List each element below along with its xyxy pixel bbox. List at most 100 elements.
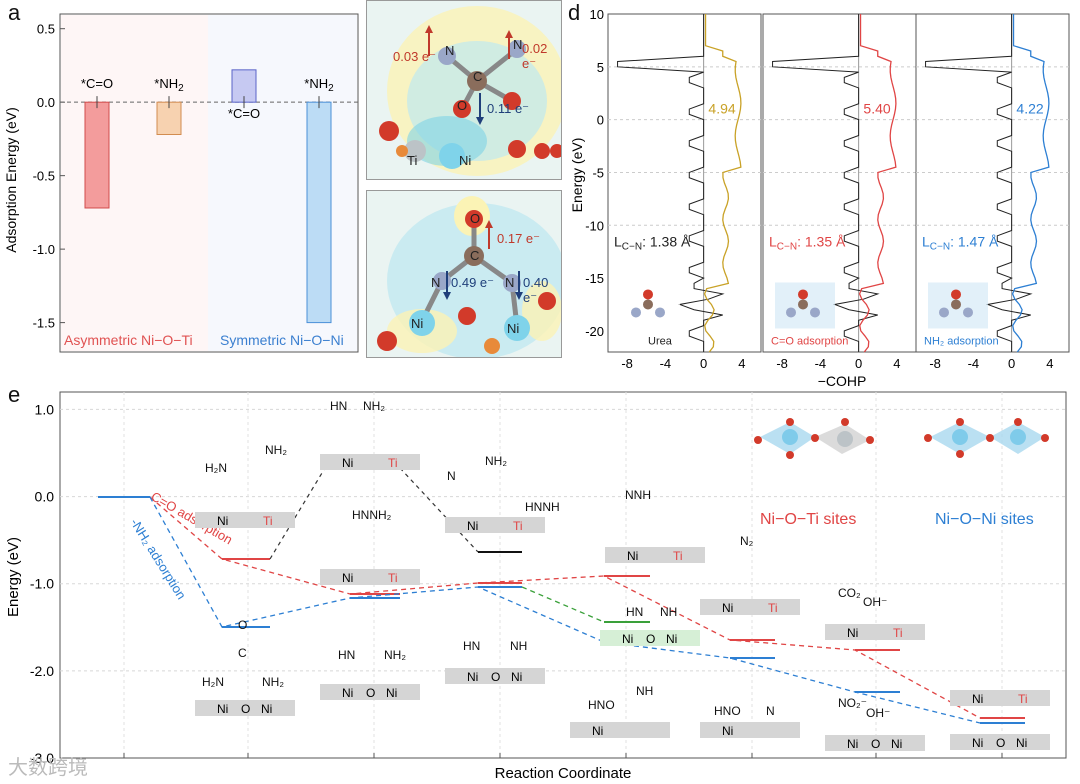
panel-e-site-tio: Ni−O−Ti sites [760, 511, 856, 528]
panel-d-value-label: 4.94 [708, 100, 735, 116]
panel-d-xlabel: −COHP [818, 373, 867, 389]
panel-e-slab [700, 599, 800, 615]
panel-e-ylabel: Energy (eV) [5, 537, 22, 617]
panel-c-charge-1: 0.17 e⁻ [497, 231, 541, 246]
panel-d-atom [786, 307, 796, 318]
panel-a-bars: *C=O *NH2 *C=O *NH2 [81, 69, 334, 324]
frag-hnnh: HNNH [525, 500, 560, 514]
panel-e-slab-ni2: Ni [261, 702, 272, 716]
panel-e-slab-o: O [366, 686, 375, 700]
panel-d-atom [951, 299, 961, 310]
panel-d-caption: C=O adsorption [771, 336, 848, 348]
frag-nnh: NNH [625, 488, 651, 502]
frag-nh-2: NH [636, 684, 653, 698]
panel-a-tick-label: -1.5 [33, 316, 55, 331]
panel-a-bar-label: *C=O [228, 106, 260, 121]
panel-c-charge-3: 0.40 e⁻ [523, 275, 549, 305]
panel-e-slab-o: O [241, 702, 250, 716]
panel-c-atom-ni2: Ni [507, 321, 520, 336]
panel-d-xtick-label: -4 [815, 356, 827, 371]
panel-e-slab-ti: Ti [513, 519, 523, 533]
panel-e-slab-ti: Ti [673, 549, 683, 563]
panel-b-atom-n1: N [445, 43, 455, 58]
frag-co2: CO₂ [838, 586, 861, 600]
panel-d-dos-curve [925, 14, 1033, 352]
panel-d-atom [798, 289, 808, 300]
panel-d-tick-label: -20 [585, 324, 604, 339]
panel-e-slab [825, 735, 925, 751]
panel-d-value-label: 4.22 [1016, 100, 1043, 116]
panel-c-atom-c: C [470, 248, 480, 263]
panel-a-legend-asym: Asymmetric Ni−O−Ti [64, 332, 193, 348]
panel-b-render: 0.03 e⁻ 0.02 e⁻ 0.11 e⁻ N N C O Ti Ni [366, 0, 562, 180]
panel-e-slab-ni: Ni [592, 724, 603, 738]
panel-d-atom [951, 289, 961, 300]
panel-label-e: e [8, 382, 21, 407]
panel-c-atom-n1: N [431, 275, 441, 290]
panel-a-legend-sym: Symmetric Ni−O−Ni [220, 332, 344, 348]
panel-d-xtick-label: 0 [700, 356, 707, 371]
panel-c-atom-n2: N [505, 275, 515, 290]
panel-d-atom [810, 307, 820, 318]
panel-e-slab-ni: Ni [342, 571, 353, 585]
panel-e-watermark: 大数跨境 [8, 756, 88, 779]
panel-e-fragments: H₂N NH₂ HN NH₂ HNNH₂ N NH₂ HNNH NNH N₂ C… [202, 399, 890, 720]
panel-e-slab-ti: Ti [768, 601, 778, 615]
panel-b-charge-3: 0.11 e⁻ [487, 101, 530, 116]
panel-d-cohp-curve [858, 14, 897, 353]
panel-a-bg-sym [208, 15, 357, 351]
panel-a-bar-label: *NH2 [304, 76, 334, 94]
panel-d-bond-value: : 1.47 Å [950, 233, 999, 249]
frag-hn-4: HN [463, 639, 480, 653]
panel-a-bar-label: *NH2 [154, 76, 184, 94]
panel-d-xtick-label: -8 [929, 356, 941, 371]
panel-d-bond-value: : 1.38 Å [642, 233, 691, 249]
panel-d-caption: NH₂ adsorption [924, 336, 999, 348]
panel-d-xtick-label: 0 [1008, 356, 1015, 371]
panel-e-xlabel: Reaction Coordinate [495, 765, 632, 782]
panel-d-dos-curve [772, 14, 880, 352]
panel-a-bar-sub: 2 [328, 83, 334, 94]
panel-e-slab [570, 722, 670, 738]
panel-d-tick-label: -15 [585, 271, 604, 286]
panel-d-bond-sub: C−N [777, 241, 797, 252]
panel-label-d: d [568, 0, 581, 25]
panel-e-chart: 1.00.0-1.0-2.0-3.0 Energy (eV) Reaction … [5, 391, 1067, 782]
panel-e-frame [59, 391, 1067, 759]
panel-a-yticks: 0.50.0-0.5-1.0-1.5 [33, 22, 65, 331]
panel-d-atom [643, 299, 653, 310]
panel-e-slab-ni: Ni [217, 702, 228, 716]
panel-e-slab-ti: Ti [893, 626, 903, 640]
panel-b-charge-1: 0.03 e⁻ [393, 49, 437, 64]
panel-e-slab-ni: Ni [972, 736, 983, 750]
panel-a-bar-label: *C=O [81, 76, 113, 91]
frag-oh-2: OH⁻ [866, 706, 890, 720]
panel-e-slab-ni: Ni [467, 519, 478, 533]
frag-nh2-5: NH₂ [384, 648, 406, 662]
panel-c-atom-o: O [470, 211, 481, 226]
panel-d-bond-sub: C−N [930, 241, 950, 252]
panel-e-slab-ti: Ti [388, 456, 398, 470]
panel-d-atom [939, 307, 949, 318]
panel-d-tick-label: 5 [597, 60, 604, 75]
panel-d-tick-label: 0 [597, 113, 604, 128]
panel-e-slab [605, 547, 705, 563]
panel-d-dos-curve [617, 14, 725, 352]
panel-d-atom [643, 289, 653, 300]
panel-d-xtick-label: 4 [893, 356, 900, 371]
panel-e-tick-label: -3.0 [30, 750, 54, 766]
frag-n2: N₂ [740, 534, 754, 548]
panel-a-tick-label: -0.5 [33, 169, 55, 184]
panel-e-slab [445, 668, 545, 684]
panel-b-atom-c: C [473, 69, 483, 84]
panel-b-atom-n2: N [513, 37, 523, 52]
frag-nh2-3: NH₂ [485, 454, 507, 468]
panel-e-slab-ti: Ti [263, 514, 273, 528]
panel-e-slab-ni: Ni [722, 601, 733, 615]
panel-b-atom-ni: Ni [459, 153, 472, 168]
panel-e-slab-ni: Ni [627, 549, 638, 563]
panel-d-tick-label: -5 [592, 165, 604, 180]
